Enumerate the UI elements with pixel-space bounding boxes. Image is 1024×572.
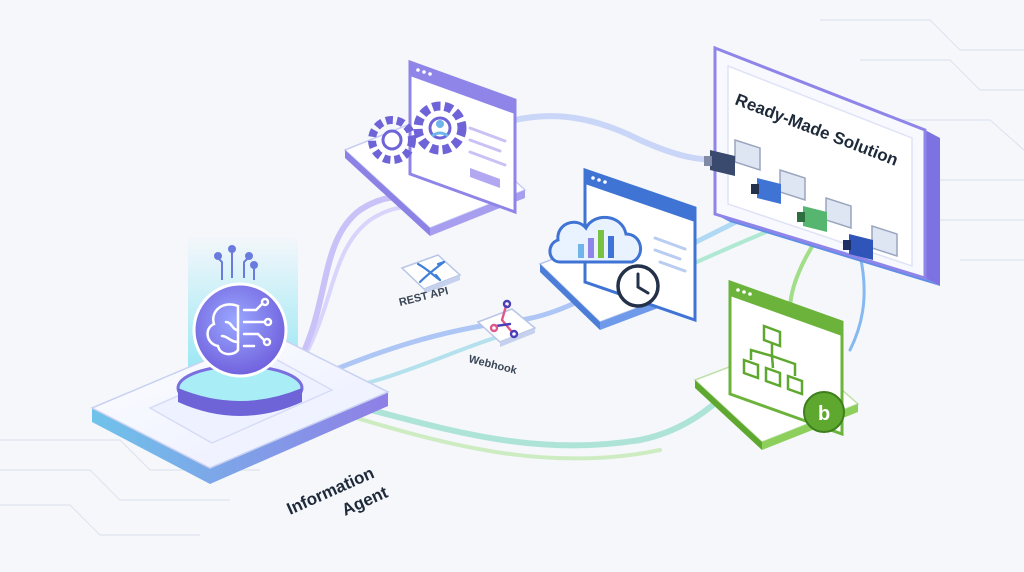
workflow-badge-letter: b [818,403,830,425]
cloud-analytics-icon [548,215,642,264]
ready-made-panel-side [925,130,940,286]
settings-text-lines [468,126,507,167]
information-agent-node[interactable]: Information Agent [90,235,391,520]
plug-port-4 [843,224,898,260]
agent-base-side [92,392,388,484]
agent-pedestal-side [178,388,302,416]
agent-signal-antenna [214,245,258,280]
gear-icon [368,101,467,164]
rest-api-tile-side [424,275,460,294]
webhook-icon [489,299,519,339]
window-dot [422,70,426,74]
window-dot [603,180,607,184]
cloud-text-lines [653,236,687,273]
cloud-window-base-side [540,264,600,330]
ai-brain-icon [192,282,288,378]
webhook-connector[interactable]: Webhook [467,299,537,377]
workflow-badge: b [803,391,845,433]
clock-icon [616,264,660,308]
window-dot [748,292,752,296]
rest-api-connector[interactable]: REST API [398,254,462,309]
webhook-label: Webhook [467,353,519,377]
window-dot [416,68,420,72]
plug-port-3 [797,196,852,232]
brain-glyph [206,297,273,356]
cloud-dashboard-node[interactable] [538,167,697,330]
exchange-arrows-icon [416,260,446,284]
webhook-tile-side [500,328,535,347]
flowchart-icon [742,324,804,396]
plug-port-2 [751,168,806,204]
window-dot [597,178,601,182]
cloud-window-titlebar [585,170,695,222]
settings-window-titlebar [410,62,515,114]
plug-port-1 [704,138,761,176]
window-dot [591,176,595,180]
background-circuit-lines [0,19,1024,536]
workflow-window-titlebar [730,282,842,336]
workflow-window-base-side [695,380,762,450]
workflow-window-node[interactable]: b [693,279,860,450]
window-dot [736,288,740,292]
window-dot [428,72,432,76]
settings-window-node[interactable] [343,59,527,236]
window-dot [742,290,746,294]
settings-window-base-side [345,150,430,236]
settings-button [470,168,500,188]
ready-made-solution-node[interactable]: Ready-Made Solution [704,45,940,286]
